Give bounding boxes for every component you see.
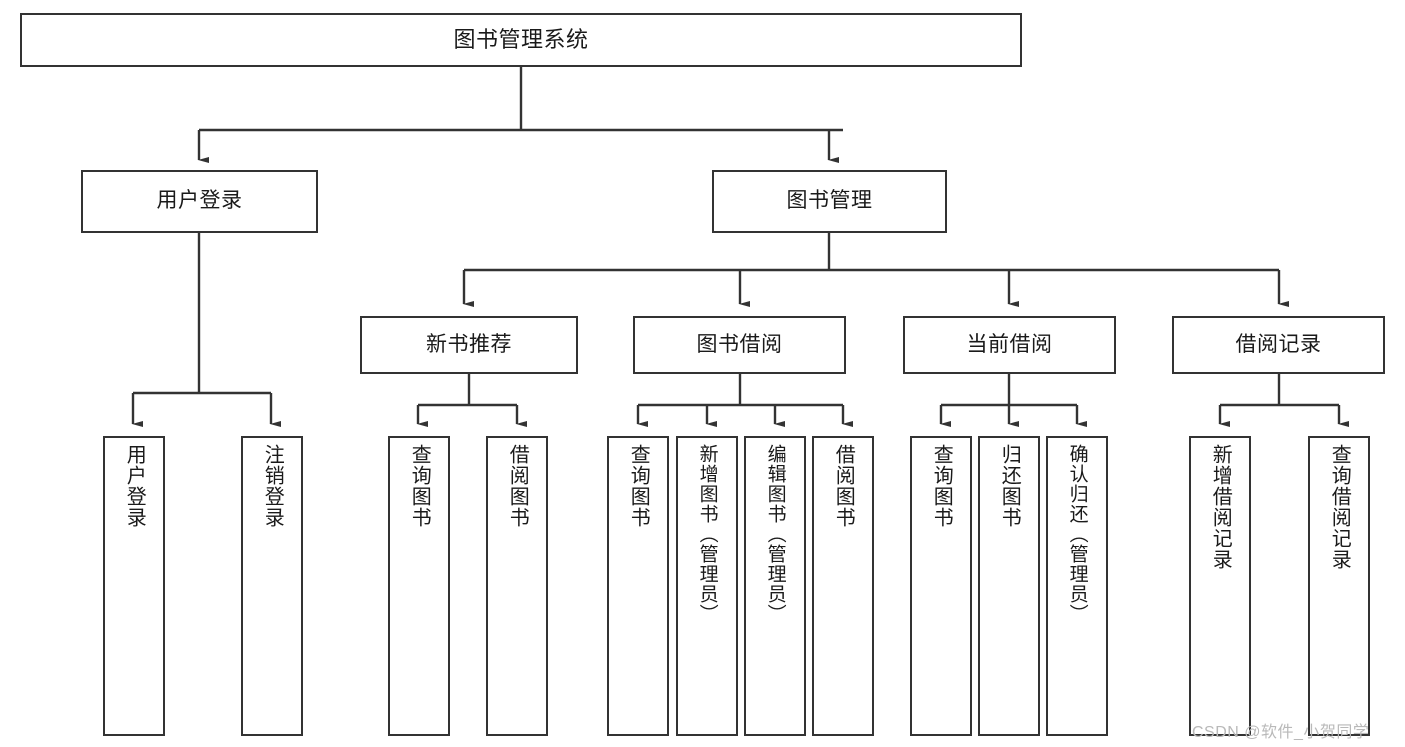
leaf-current-query-book[interactable]: 查询图书 <box>910 436 972 736</box>
leaf-recommend-borrow-book[interactable]: 借阅图书 <box>486 436 548 736</box>
leaf-current-return-book[interactable]: 归还图书 <box>978 436 1040 736</box>
leaf-user-login-signin[interactable]: 用户登录 <box>103 436 165 736</box>
leaf-record-add-record[interactable]: 新增借阅记录 <box>1189 436 1251 736</box>
node-book-borrow-label: 图书借阅 <box>696 332 783 356</box>
node-user-login-label: 用户登录 <box>156 189 243 213</box>
node-root-label: 图书管理系统 <box>453 27 589 53</box>
leaf-borrow-borrow-book[interactable]: 借阅图书 <box>812 436 874 736</box>
node-book-management-label: 图书管理 <box>786 189 873 213</box>
leaf-current-return-book-label: 归还图书 <box>998 444 1021 528</box>
leaf-borrow-query-book[interactable]: 查询图书 <box>607 436 669 736</box>
node-current-borrow[interactable]: 当前借阅 <box>903 316 1116 374</box>
leaf-record-query-record[interactable]: 查询借阅记录 <box>1308 436 1370 736</box>
leaf-current-confirm-return-admin-label: 确认归还（管理员） <box>1066 444 1088 624</box>
node-new-book-recommend-label: 新书推荐 <box>426 332 512 356</box>
leaf-borrow-edit-book-admin-label: 编辑图书（管理员） <box>764 444 786 624</box>
leaf-borrow-add-book-admin[interactable]: 新增图书（管理员） <box>676 436 738 736</box>
watermark-text: CSDN @软件_小贺同学 <box>1192 724 1370 741</box>
node-book-borrow[interactable]: 图书借阅 <box>633 316 846 374</box>
leaf-borrow-add-book-admin-label: 新增图书（管理员） <box>696 444 718 624</box>
leaf-user-login-signout-label: 注销登录 <box>261 444 284 528</box>
node-new-book-recommend[interactable]: 新书推荐 <box>360 316 578 374</box>
leaf-record-add-record-label: 新增借阅记录 <box>1209 444 1232 570</box>
leaf-record-query-record-label: 查询借阅记录 <box>1328 444 1351 570</box>
leaf-user-login-signin-label: 用户登录 <box>123 444 146 528</box>
node-borrow-record[interactable]: 借阅记录 <box>1172 316 1385 374</box>
leaf-current-query-book-label: 查询图书 <box>930 444 953 528</box>
leaf-borrow-edit-book-admin[interactable]: 编辑图书（管理员） <box>744 436 806 736</box>
node-current-borrow-label: 当前借阅 <box>966 332 1053 356</box>
leaf-borrow-query-book-label: 查询图书 <box>627 444 650 528</box>
leaf-borrow-borrow-book-label: 借阅图书 <box>832 444 855 528</box>
leaf-recommend-query-book[interactable]: 查询图书 <box>388 436 450 736</box>
leaf-recommend-borrow-book-label: 借阅图书 <box>506 444 529 528</box>
node-user-login[interactable]: 用户登录 <box>81 170 318 233</box>
leaf-user-login-signout[interactable]: 注销登录 <box>241 436 303 736</box>
leaf-recommend-query-book-label: 查询图书 <box>408 444 431 528</box>
node-root[interactable]: 图书管理系统 <box>20 13 1022 67</box>
leaf-current-confirm-return-admin[interactable]: 确认归还（管理员） <box>1046 436 1108 736</box>
node-borrow-record-label: 借阅记录 <box>1235 332 1322 356</box>
node-book-management[interactable]: 图书管理 <box>712 170 947 233</box>
